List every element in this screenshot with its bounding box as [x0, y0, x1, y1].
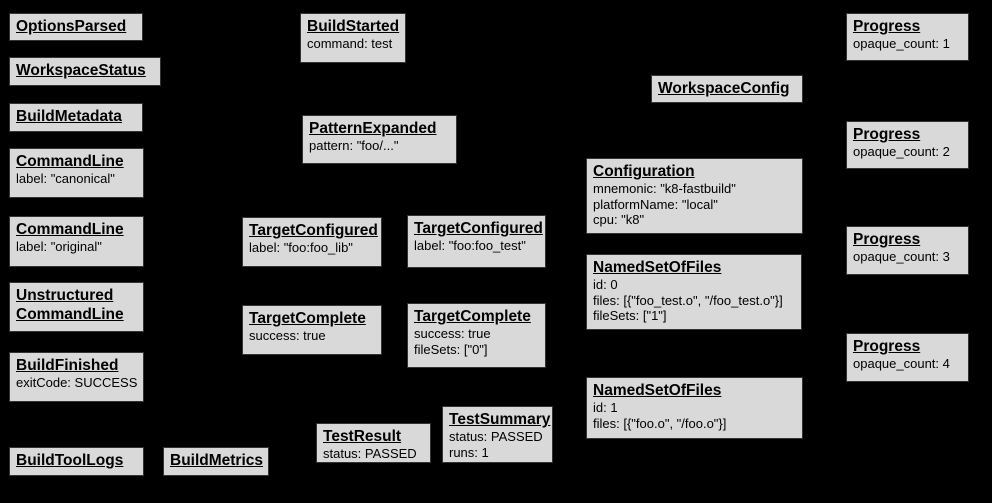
node-title: CommandLine — [16, 153, 124, 170]
diagram-node-buildtoollogs: BuildToolLogs — [9, 447, 144, 476]
node-field: label: "original" — [16, 239, 102, 254]
node-field: id: 0 — [593, 277, 618, 292]
node-title: Progress — [853, 126, 921, 143]
node-field: files: [{"foo_test.o", "/foo_test.o"}] — [593, 292, 783, 308]
node-title: TestSummary — [449, 411, 551, 428]
node-field: platformName: "local" — [593, 196, 718, 212]
node-field: opaque_count: 2 — [853, 144, 950, 159]
node-title: Unstructured — [16, 287, 114, 304]
node-title: TargetComplete — [414, 308, 531, 325]
node-field: label: "foo:foo_test" — [414, 238, 526, 253]
diagram-node-optionsparsed: OptionsParsed — [9, 13, 143, 41]
node-field: pattern: "foo/..." — [309, 138, 399, 153]
diagram-node-workspacestatus: WorkspaceStatus — [9, 57, 161, 86]
node-title: TestResult — [323, 428, 402, 445]
node-field: success: true — [249, 328, 326, 343]
node-field: fileSets: ["0"] — [414, 341, 488, 357]
node-field: fileSets: ["1"] — [593, 308, 667, 323]
node-field: cpu: "k8" — [593, 212, 645, 227]
node-field: mnemonic: "k8-fastbuild" — [593, 181, 736, 196]
node-title: Configuration — [593, 163, 695, 180]
diagram-node-buildmetadata: BuildMetadata — [9, 103, 143, 132]
node-title: NamedSetOfFiles — [593, 259, 722, 276]
node-title: BuildStarted — [307, 18, 400, 35]
node-title: Progress — [853, 338, 921, 355]
node-title: TargetComplete — [249, 310, 366, 327]
node-title: WorkspaceConfig — [658, 80, 790, 97]
node-field: command: test — [307, 36, 393, 51]
node-title: BuildMetrics — [170, 452, 264, 469]
node-field: files: [{"foo.o", "/foo.o"}] — [593, 415, 727, 431]
node-title: BuildMetadata — [16, 108, 122, 125]
node-field: label: "canonical" — [16, 171, 115, 186]
node-title: NamedSetOfFiles — [593, 382, 722, 399]
node-field: success: true — [414, 326, 491, 341]
node-title: Progress — [853, 18, 921, 35]
node-title: Progress — [853, 231, 921, 248]
node-field: opaque_count: 1 — [853, 36, 950, 51]
node-title: WorkspaceStatus — [16, 62, 146, 79]
node-title: PatternExpanded — [309, 120, 437, 137]
node-field: status: PASSED — [449, 429, 543, 444]
node-title: BuildToolLogs — [16, 452, 124, 469]
node-field: opaque_count: 4 — [853, 356, 950, 371]
node-title: TargetConfigured — [414, 220, 543, 237]
node-field: exitCode: SUCCESS — [16, 375, 138, 390]
node-title: OptionsParsed — [16, 18, 127, 35]
node-field: id: 1 — [593, 400, 618, 415]
node-title: CommandLine — [16, 306, 124, 323]
node-title: TargetConfigured — [249, 222, 378, 239]
node-title: CommandLine — [16, 221, 124, 238]
node-field: label: "foo:foo_lib" — [249, 240, 353, 255]
diagram-node-buildmetrics: BuildMetrics — [163, 447, 269, 476]
node-field: opaque_count: 3 — [853, 249, 950, 264]
node-field: status: PASSED — [323, 446, 417, 461]
node-field: runs: 1 — [449, 444, 489, 460]
node-title: BuildFinished — [16, 357, 119, 374]
diagram-node-workspaceconfig: WorkspaceConfig — [651, 75, 803, 103]
